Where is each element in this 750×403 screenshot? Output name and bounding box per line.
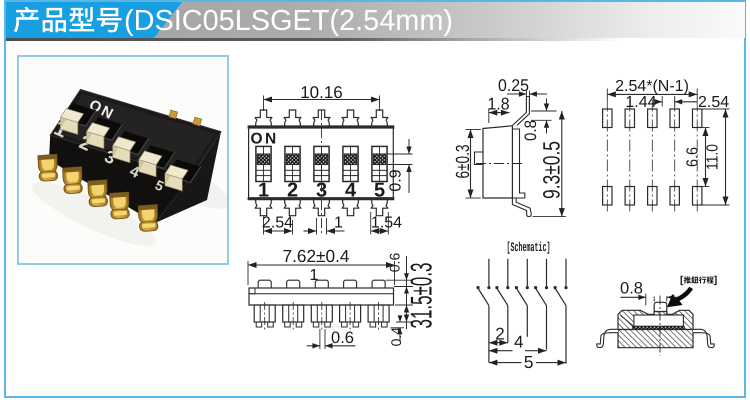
svg-text:1: 1 (310, 267, 319, 284)
svg-text:7.62±0.4: 7.62±0.4 (283, 246, 350, 266)
svg-text:0.6: 0.6 (386, 253, 402, 273)
svg-text:2: 2 (287, 180, 298, 202)
svg-text:1.8: 1.8 (488, 95, 510, 114)
svg-text:]: ] (714, 275, 717, 286)
svg-text:5: 5 (374, 180, 385, 202)
svg-text:2.54: 2.54 (262, 215, 293, 232)
svg-text:6.6: 6.6 (685, 147, 702, 167)
svg-text:1.54: 1.54 (371, 215, 402, 232)
svg-text:(DSIC05LSGET(2.54mm): (DSIC05LSGET(2.54mm) (124, 5, 453, 37)
svg-text:6±0.3: 6±0.3 (453, 145, 474, 179)
svg-text:0.9: 0.9 (388, 169, 405, 191)
svg-text:31.5±0.3: 31.5±0.3 (405, 263, 439, 329)
svg-text:1.44: 1.44 (625, 94, 656, 111)
svg-text:0.8: 0.8 (620, 280, 643, 298)
svg-text:11.0: 11.0 (705, 144, 722, 170)
svg-text:1: 1 (334, 215, 343, 232)
svg-text:[: [ (680, 275, 684, 286)
svg-text:5: 5 (524, 352, 534, 372)
svg-text:4: 4 (514, 333, 523, 352)
svg-text:[Schematic]: [Schematic] (507, 240, 551, 255)
svg-text:ON: ON (251, 131, 279, 148)
svg-text:0.4: 0.4 (388, 327, 404, 347)
svg-text:1: 1 (258, 180, 269, 202)
svg-text:0.6: 0.6 (331, 329, 354, 347)
svg-text:2.54: 2.54 (698, 94, 729, 111)
svg-text:4: 4 (345, 180, 357, 202)
svg-text:2: 2 (495, 325, 504, 344)
svg-text:0.25: 0.25 (498, 76, 529, 95)
svg-text:9.3±0.5: 9.3±0.5 (540, 141, 566, 199)
svg-text:0.8: 0.8 (522, 120, 540, 141)
svg-text:2.54*(N-1): 2.54*(N-1) (615, 78, 689, 95)
svg-text:10.16: 10.16 (300, 83, 343, 102)
